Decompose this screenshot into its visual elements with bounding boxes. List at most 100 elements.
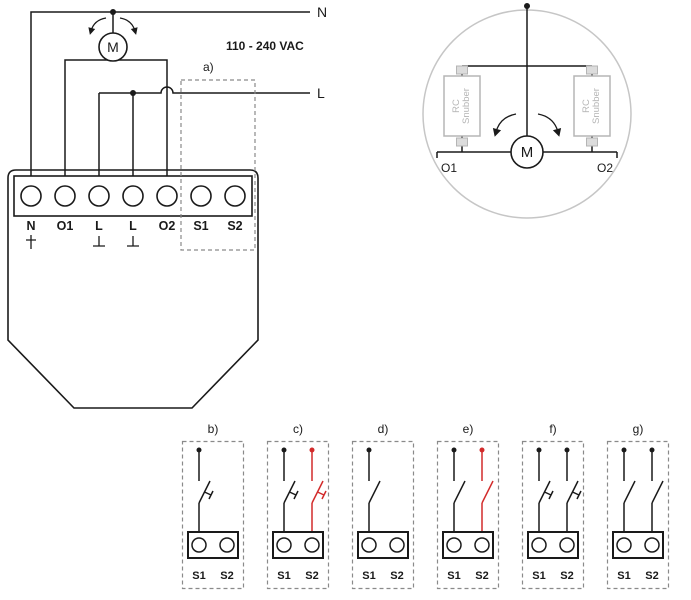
terminal-s1-circle (190, 185, 212, 207)
detail-o2-label: O2 (597, 161, 613, 175)
neutral-line-label: N (317, 4, 327, 20)
panel-d-s2-terminal (389, 537, 405, 553)
panel-d-s2-label: S2 (390, 570, 403, 582)
panel-b-s1-momentary-switch (198, 480, 214, 504)
panel-c-s2-terminal (304, 537, 320, 553)
motor-symbol (98, 32, 128, 62)
panel-f-s1-momentary-switch (538, 480, 554, 504)
panel-g-label: g) (633, 422, 644, 436)
snubber-left-top-pad (456, 65, 468, 75)
rc-snubber-left: RC Snubber (443, 65, 481, 147)
panel-c-dashed-box (266, 440, 330, 590)
panel-e-s1-toggle-switch (453, 480, 466, 504)
neutral-terminal-symbol (26, 235, 36, 249)
panel-e-label: e) (463, 422, 474, 436)
panel-d-s1-label: S1 (362, 570, 375, 582)
panel-c-s2-label: S2 (305, 570, 318, 582)
snubber-right-top-pad (586, 65, 598, 75)
panel-g-s1-terminal (616, 537, 632, 553)
panel-f-s2-momentary-switch (566, 480, 582, 504)
switch-panel-b: b) S1 S2 (181, 422, 245, 590)
detail-rotation-arrow-right-icon (537, 113, 562, 137)
switch-panel-c: c) S1 S2 (266, 422, 330, 590)
panel-f-s1-label: S1 (532, 570, 545, 582)
rotation-arrow-right-icon (119, 17, 138, 35)
detail-motor-symbol (510, 135, 544, 169)
rc-snubber-right: RC Snubber (573, 65, 611, 147)
panel-g-s2-label: S2 (645, 570, 658, 582)
terminal-o1-circle (54, 185, 76, 207)
panel-c-s1-label: S1 (277, 570, 290, 582)
device-diagram: N O1 L L O2 S1 S2 N L M (7, 4, 327, 409)
panel-e-s2-label: S2 (475, 570, 488, 582)
terminal-l1-label: L (95, 219, 103, 233)
terminal-o2-label: O2 (159, 219, 176, 233)
terminal-n-circle (20, 185, 42, 207)
panel-g-terminal-block (612, 531, 664, 559)
panel-g-s1-label: S1 (617, 570, 630, 582)
panel-c-terminal-block (272, 531, 324, 559)
terminal-s1-label: S1 (193, 219, 208, 233)
snubber-left-line2: Snubber (461, 88, 472, 124)
panel-e-dashed-box (436, 440, 500, 590)
snubber-right-line2: Snubber (591, 88, 602, 124)
detail-rotation-arrow-left-icon (492, 113, 517, 137)
terminal-o1-label: O1 (57, 219, 74, 233)
panel-e-s1-label: S1 (447, 570, 460, 582)
panel-f-s2-label: S2 (560, 570, 573, 582)
motor-detail-diagram: RC Snubber RC Snubber M O1 O2 (422, 3, 632, 219)
panel-f-s1-terminal (531, 537, 547, 553)
panel-d-terminal-block (357, 531, 409, 559)
switch-panel-g: g) S1 S2 (606, 422, 670, 590)
snubber-left-line1: RC (451, 99, 462, 113)
panel-d-s1-toggle-switch (368, 480, 381, 504)
panel-b-s2-label: S2 (220, 570, 233, 582)
panel-g-s1-toggle-switch (623, 480, 636, 504)
device-body (7, 169, 259, 409)
switch-panel-e: e) S1 S2 (436, 422, 500, 590)
zone-a-label: a) (203, 60, 214, 74)
panel-g-s2-toggle-switch (651, 480, 664, 504)
live-junction-dot (130, 90, 136, 96)
motor-lead-wires (64, 59, 168, 176)
panel-c-s1-momentary-switch (283, 480, 299, 504)
terminal-s2-label: S2 (227, 219, 242, 233)
panel-c-s1-terminal (276, 537, 292, 553)
panel-b-terminal-block (187, 531, 239, 559)
panel-d-s1-terminal (361, 537, 377, 553)
panel-e-s2-terminal (474, 537, 490, 553)
snubber-left-bottom-pad (456, 137, 468, 147)
panel-f-dashed-box (521, 440, 585, 590)
terminal-n-label: N (26, 219, 35, 233)
panel-b-dashed-box (181, 440, 245, 590)
motor-label: M (107, 39, 119, 55)
zone-a-dashed-box (180, 79, 256, 251)
panel-f-label: f) (549, 422, 556, 436)
live-wire (98, 86, 310, 176)
terminal-l2-label: L (129, 219, 137, 233)
terminal-o2-circle (156, 185, 178, 207)
live-line-label: L (317, 85, 325, 101)
terminal-l1-circle (88, 185, 110, 207)
panel-c-label: c) (293, 422, 303, 436)
terminal-s2-circle (224, 185, 246, 207)
l-bridge-symbol (93, 236, 139, 247)
panel-d-label: d) (378, 422, 389, 436)
panel-b-s1-label: S1 (192, 570, 205, 582)
panel-d-dashed-box (351, 440, 415, 590)
panel-f-s2-terminal (559, 537, 575, 553)
neutral-wire (30, 11, 310, 176)
detail-motor-label: M (521, 144, 534, 161)
snubber-right-bottom-pad (586, 137, 598, 147)
snubber-right-line1: RC (581, 99, 592, 113)
panel-b-s1-terminal (191, 537, 207, 553)
panel-c-s2-momentary-switch (311, 480, 327, 504)
terminal-l2-circle (122, 185, 144, 207)
panel-b-label: b) (208, 422, 219, 436)
panel-e-terminal-block (442, 531, 494, 559)
voltage-label: 110 - 240 VAC (226, 39, 304, 53)
switch-panel-f: f) S1 S2 (521, 422, 585, 590)
panel-e-s2-toggle-switch (481, 480, 494, 504)
